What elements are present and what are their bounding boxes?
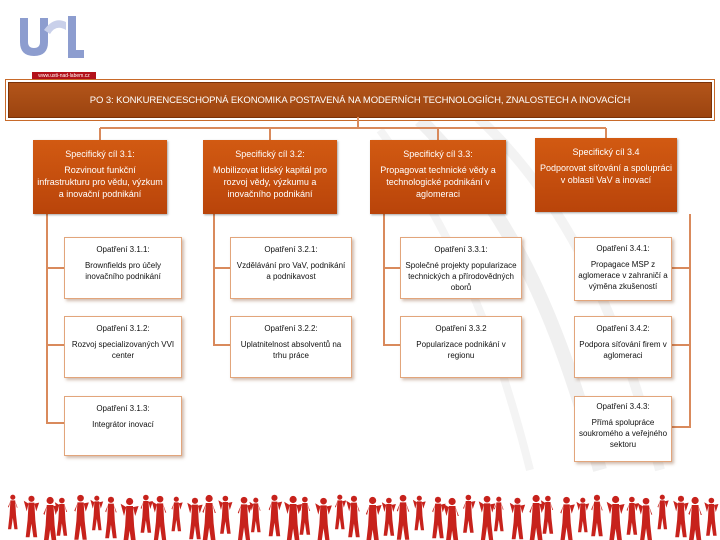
goal-box-3-4: Specifický cíl 3.4 Podporovat síťování a… bbox=[535, 138, 677, 212]
goal-box-3-2: Specifický cíl 3.2: Mobilizovat lidský k… bbox=[203, 140, 337, 214]
person-figure-icon bbox=[105, 497, 117, 538]
measure-box-3-4-3: Opatření 3.4.3: Přímá spolupráce soukrom… bbox=[574, 396, 672, 462]
measure-text: Uplatnitelnost absolventů na trhu práce bbox=[234, 339, 348, 361]
goal-text: Mobilizovat lidský kapitál pro rozvoj vě… bbox=[207, 164, 333, 200]
person-figure-icon bbox=[704, 498, 718, 536]
person-figure-icon bbox=[627, 497, 639, 535]
measure-title: Opatření 3.1.1: bbox=[68, 244, 178, 255]
person-figure-icon bbox=[541, 496, 553, 534]
measure-title: Opatření 3.2.1: bbox=[234, 244, 348, 255]
person-figure-icon bbox=[688, 497, 701, 540]
person-figure-icon bbox=[284, 496, 302, 540]
goal-title: Specifický cíl 3.3: bbox=[374, 148, 502, 160]
person-figure-icon bbox=[90, 496, 103, 531]
person-figure-icon bbox=[335, 495, 346, 530]
person-figure-icon bbox=[638, 498, 653, 540]
person-figure-icon bbox=[607, 496, 625, 540]
city-logo: www.usti-nad-labem.cz bbox=[14, 10, 86, 74]
person-figure-icon bbox=[673, 496, 688, 537]
ul-logo-icon bbox=[14, 10, 86, 64]
goal-box-3-1: Specifický cíl 3.1: Rozvinout funkční in… bbox=[33, 140, 167, 214]
person-figure-icon bbox=[315, 498, 332, 540]
person-figure-icon bbox=[432, 497, 445, 538]
goal-text: Propagovat technické vědy a technologick… bbox=[374, 164, 502, 200]
person-figure-icon bbox=[346, 496, 359, 537]
person-figure-icon bbox=[463, 495, 475, 533]
priority-title: PO 3: KONKURENCESCHOPNÁ EKONOMIKA POSTAV… bbox=[90, 95, 630, 106]
connector-stem-2 bbox=[214, 214, 230, 345]
measure-text: Rozvoj specializovaných VVI center bbox=[68, 339, 178, 361]
person-figure-icon bbox=[658, 495, 669, 530]
measure-box-3-4-2: Opatření 3.4.2: Podpora síťování firem v… bbox=[574, 316, 672, 378]
measure-box-3-3-2: Opatření 3.3.2 Popularizace podnikání v … bbox=[400, 316, 522, 378]
person-figure-icon bbox=[510, 498, 525, 539]
person-figure-icon bbox=[187, 498, 202, 539]
person-figure-icon bbox=[397, 495, 409, 540]
goal-title: Specifický cíl 3.4 bbox=[539, 146, 673, 158]
person-figure-icon bbox=[218, 496, 232, 534]
person-figure-icon bbox=[494, 497, 504, 532]
person-figure-icon bbox=[24, 496, 39, 537]
measure-box-3-2-1: Opatření 3.2.1: Vzdělávání pro VaV, podn… bbox=[230, 237, 352, 299]
measure-title: Opatření 3.1.3: bbox=[68, 403, 178, 414]
person-figure-icon bbox=[479, 496, 496, 540]
measure-title: Opatření 3.4.3: bbox=[578, 401, 668, 412]
person-figure-icon bbox=[443, 498, 459, 540]
measure-box-3-1-1: Opatření 3.1.1: Brownfields pro účely in… bbox=[64, 237, 182, 299]
goal-text: Podporovat síťování a spolupráci v oblas… bbox=[539, 162, 673, 186]
goal-title: Specifický cíl 3.2: bbox=[207, 148, 333, 160]
measure-text: Společné projekty popularizace technický… bbox=[404, 260, 518, 293]
measure-box-3-3-1: Opatření 3.3.1: Společné projekty popula… bbox=[400, 237, 522, 299]
person-figure-icon bbox=[43, 497, 59, 540]
person-figure-icon bbox=[560, 497, 575, 540]
priority-header: PO 3: KONKURENCESCHOPNÁ EKONOMIKA POSTAV… bbox=[8, 82, 712, 118]
connector-stem-1 bbox=[47, 214, 64, 423]
measure-text: Podpora síťování firem v aglomeraci bbox=[578, 339, 668, 361]
measure-title: Opatření 3.1.2: bbox=[68, 323, 178, 334]
measure-title: Opatření 3.3.1: bbox=[404, 244, 518, 255]
person-figure-icon bbox=[141, 495, 153, 533]
goal-text: Rozvinout funkční infrastrukturu pro věd… bbox=[37, 164, 163, 200]
person-figure-icon bbox=[413, 496, 426, 531]
goal-title: Specifický cíl 3.1: bbox=[37, 148, 163, 160]
measure-box-3-1-3: Opatření 3.1.3: Integrátor inovací bbox=[64, 396, 182, 456]
measure-box-3-2-2: Opatření 3.2.2: Uplatnitelnost absolvent… bbox=[230, 316, 352, 378]
person-figure-icon bbox=[152, 496, 167, 540]
measure-text: Přímá spolupráce soukromého a veřejného … bbox=[578, 417, 668, 450]
connector-stem-4 bbox=[672, 214, 690, 427]
goal-box-3-3: Specifický cíl 3.3: Propagovat technické… bbox=[370, 140, 506, 214]
measure-text: Vzdělávání pro VaV, podnikání a podnikav… bbox=[234, 260, 348, 282]
person-figure-icon bbox=[202, 495, 215, 540]
person-figure-icon bbox=[55, 498, 67, 536]
measure-title: Opatření 3.3.2 bbox=[404, 323, 518, 334]
connector-stem-3 bbox=[384, 214, 400, 345]
person-figure-icon bbox=[74, 495, 89, 540]
logo-url-bar: www.usti-nad-labem.cz bbox=[32, 72, 96, 80]
measure-text: Integrátor inovací bbox=[68, 419, 178, 430]
person-figure-icon bbox=[591, 495, 603, 536]
person-figure-icon bbox=[576, 498, 589, 533]
measure-title: Opatření 3.4.1: bbox=[578, 243, 668, 254]
people-silhouettes-decoration bbox=[0, 488, 720, 540]
measure-box-3-4-1: Opatření 3.4.1: Propagace MSP z aglomera… bbox=[574, 237, 672, 301]
person-figure-icon bbox=[300, 497, 311, 535]
person-figure-icon bbox=[382, 498, 396, 536]
person-figure-icon bbox=[366, 497, 382, 540]
measure-box-3-1-2: Opatření 3.1.2: Rozvoj specializovaných … bbox=[64, 316, 182, 378]
person-figure-icon bbox=[269, 495, 282, 536]
person-figure-icon bbox=[172, 497, 183, 532]
measure-text: Popularizace podnikání v regionu bbox=[404, 339, 518, 361]
person-figure-icon bbox=[249, 498, 260, 533]
measure-text: Propagace MSP z aglomerace v zahraničí a… bbox=[578, 259, 668, 292]
measure-title: Opatření 3.4.2: bbox=[578, 323, 668, 334]
measure-title: Opatření 3.2.2: bbox=[234, 323, 348, 334]
person-figure-icon bbox=[121, 498, 139, 540]
measure-text: Brownfields pro účely inovačního podniká… bbox=[68, 260, 178, 282]
person-figure-icon bbox=[8, 495, 18, 530]
